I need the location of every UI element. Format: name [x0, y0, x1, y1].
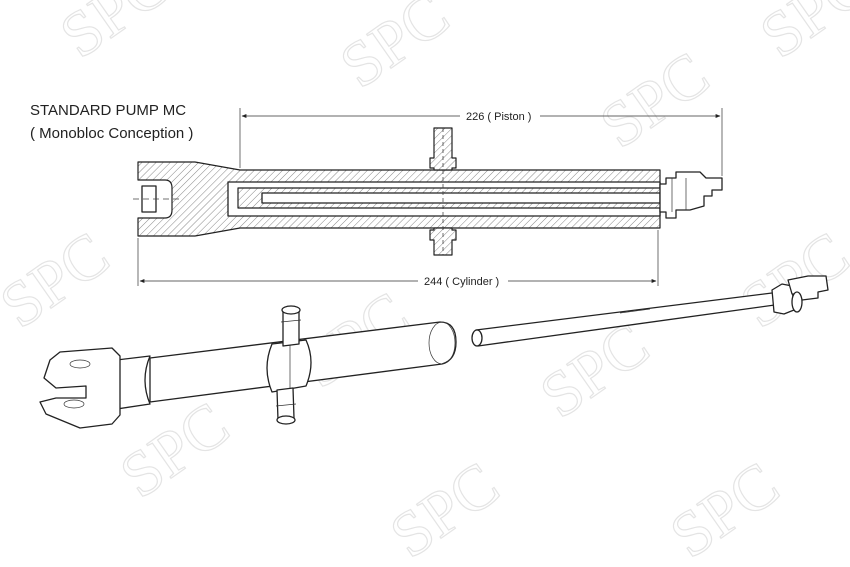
watermark: SPC [327, 0, 461, 101]
isometric-piston [471, 275, 829, 347]
dimension-cylinder: 244 ( Cylinder ) [137, 230, 659, 288]
watermark: SPC [0, 218, 121, 341]
dimension-piston-label: 226 ( Piston ) [466, 111, 531, 123]
watermark: SPC [747, 0, 850, 71]
watermark: SPC [657, 448, 791, 567]
clevis-end [39, 347, 121, 429]
watermark: SPC [587, 38, 721, 161]
title-line-1: STANDARD PUMP MC [30, 102, 186, 119]
watermark: SPC [377, 448, 511, 567]
piston-end-fitting [659, 171, 723, 219]
dimension-piston: 226 ( Piston ) [239, 108, 723, 176]
title-line-2: ( Monobloc Conception ) [30, 125, 193, 142]
dimension-cylinder-label: 244 ( Cylinder ) [424, 276, 499, 288]
section-view [133, 127, 723, 256]
rod-inner-bore [261, 192, 661, 204]
isometric-cylinder [39, 305, 457, 429]
watermark: SPC [47, 0, 181, 71]
